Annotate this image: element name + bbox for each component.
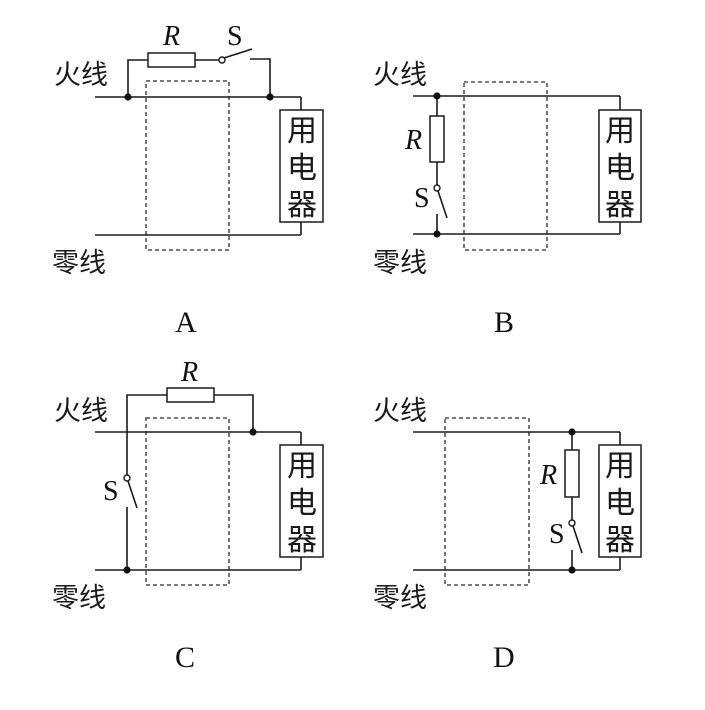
switch-pivot	[433, 184, 441, 192]
appliance-label-1: 用	[287, 114, 317, 149]
junction-dot	[433, 230, 441, 238]
junction-dot	[433, 92, 441, 100]
neutral-wire-label: 零线	[52, 583, 106, 614]
dashed-region	[145, 80, 230, 251]
option-label-b: B	[494, 306, 514, 339]
switch-blade	[127, 480, 138, 509]
resistor-label: R	[162, 21, 180, 52]
appliance-box	[598, 444, 642, 558]
circuit-c: 火线 零线 R S 用 电 器 C	[52, 357, 324, 674]
junction-dot	[124, 93, 132, 101]
switch-blade	[223, 48, 253, 59]
switch-label: S	[414, 183, 430, 214]
option-label-a: A	[175, 306, 197, 339]
appliance-label-3: 器	[605, 188, 635, 223]
resistor	[429, 115, 445, 163]
appliance-label-3: 器	[287, 523, 317, 558]
neutral-wire-label: 零线	[373, 248, 427, 279]
dashed-region	[145, 417, 230, 586]
junction-dot	[568, 566, 576, 574]
junction-dot	[568, 428, 576, 436]
top-wire-left	[126, 394, 167, 475]
live-wire-label: 火线	[54, 396, 108, 427]
switch-blade	[437, 190, 448, 219]
appliance-label-1: 用	[287, 449, 317, 484]
neutral-wire-label: 零线	[52, 248, 106, 279]
option-label-d: D	[493, 641, 515, 674]
switch-label: S	[549, 519, 565, 550]
dashed-region	[463, 81, 548, 251]
appliance-box	[598, 109, 642, 223]
switch-pivot	[123, 474, 131, 482]
resistor	[166, 387, 215, 403]
live-wire-label: 火线	[373, 396, 427, 427]
appliance-label-2: 电	[605, 486, 635, 521]
appliance-label-3: 器	[605, 523, 635, 558]
appliance-label-2: 电	[287, 151, 317, 186]
junction-dot	[249, 428, 257, 436]
neutral-wire-label: 零线	[373, 583, 427, 614]
live-wire-label: 火线	[373, 60, 427, 91]
live-wire-label: 火线	[54, 60, 108, 91]
resistor	[147, 52, 196, 68]
junction-dot	[123, 566, 131, 574]
switch-label: S	[227, 21, 243, 52]
circuit-d: 火线 零线 R S 用 电 器 D	[373, 396, 642, 674]
junction-dot	[266, 93, 274, 101]
appliance-label-2: 电	[287, 486, 317, 521]
option-label-c: C	[175, 641, 195, 674]
appliance-label-3: 器	[287, 188, 317, 223]
switch-pivot	[568, 519, 576, 527]
resistor-label: R	[539, 460, 557, 491]
top-wire-right	[214, 394, 254, 432]
circuit-b: 火线 零线 R S 用 电 器 B	[373, 60, 642, 339]
switch-blade	[572, 525, 583, 554]
resistor	[564, 449, 580, 498]
resistor-label: R	[404, 125, 422, 156]
appliance-label-2: 电	[605, 151, 635, 186]
appliance-box	[279, 444, 324, 558]
dashed-region	[444, 417, 530, 586]
appliance-box	[279, 109, 324, 223]
appliance-label-1: 用	[605, 449, 635, 484]
bypass-wire-right	[250, 58, 271, 97]
appliance-label-1: 用	[605, 114, 635, 149]
resistor-label: R	[180, 357, 198, 388]
bypass-wire-left	[127, 59, 148, 97]
switch-label: S	[103, 476, 119, 507]
switch-pivot	[218, 56, 226, 64]
circuit-a: 火线 零线 R S 用 电 器 A	[52, 21, 324, 339]
